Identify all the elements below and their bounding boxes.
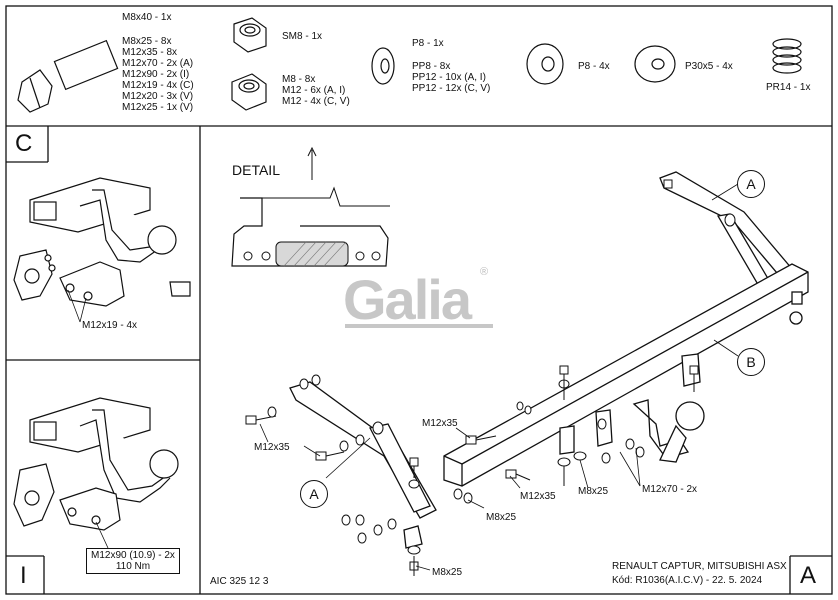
washer-pp-item: PP12 - 12x (C, V) (412, 83, 491, 94)
code-and-date: Kód: R1036(A.I.C.V) - 22. 5. 2024 (612, 575, 763, 586)
washer-p8-pictogram (371, 47, 395, 85)
sheet-border (5, 5, 833, 595)
callout-a-left: A (300, 480, 328, 508)
variant-a-letter: A (800, 562, 817, 589)
washer-flat-pictogram (526, 43, 564, 85)
nut-list: M8 - 8x M12 - 6x (A, I) M12 - 4x (C, V) (282, 74, 350, 107)
bolt-list-item: M8x25 - 8x (122, 36, 172, 47)
vehicle-models: RENAULT CAPTUR, MITSUBISHI ASX (612, 561, 787, 572)
variant-c-sketch (13, 177, 191, 307)
bolt-list-item: M12x90 - 2x (I) (122, 69, 190, 80)
label-m12x35-left: M12x35 (254, 442, 290, 453)
variant-i-callout: M12x90 (10.9) - 2x 110 Nm (86, 548, 180, 574)
variant-c-letter: C (15, 130, 33, 157)
bolt-main-label: M8x40 - 1x (122, 12, 172, 23)
nut-m8-pictogram (231, 73, 267, 111)
variant-i-callout-bolt: M12x90 (10.9) - 2x (91, 550, 175, 561)
spring-label: PR14 - 1x (766, 82, 811, 93)
hardware-bolts (245, 179, 736, 576)
nut-list-item: M8 - 8x (282, 74, 316, 85)
bolt-list-item: M12x19 - 4x (C) (122, 80, 194, 91)
washer-pp-item: PP12 - 10x (A, I) (412, 72, 486, 83)
bolt-list: M8x25 - 8x M12x35 - 8x M12x70 - 2x (A) M… (122, 36, 194, 113)
bolt-list-item: M12x35 - 8x (122, 47, 178, 58)
label-m8x25-bottom: M8x25 (432, 567, 463, 578)
bolt-list-item: M12x70 - 2x (A) (122, 58, 194, 69)
nut-list-item: M12 - 6x (A, I) (282, 85, 346, 96)
variant-i-sketch (13, 397, 179, 531)
nut-sm8-label: SM8 - 1x (282, 31, 323, 42)
spring-pictogram (772, 38, 802, 74)
washer-p30-pictogram (634, 45, 676, 83)
nut-sm8-pictogram (233, 17, 267, 53)
washer-pp-list: PP8 - 8x PP12 - 10x (A, I) PP12 - 12x (C… (412, 61, 490, 94)
leader-lines (259, 183, 739, 571)
callout-a-top: A (737, 170, 765, 198)
label-m12x70: M12x70 - 2x (642, 484, 698, 495)
washer-p8-flat-label: P8 - 4x (578, 61, 610, 72)
bolt-list-item: M12x20 - 3x (V) (122, 91, 194, 102)
variant-c-callout: M12x19 - 4x (82, 320, 138, 331)
doc-code: AIC 325 12 3 (210, 576, 269, 587)
washer-p30-label: P30x5 - 4x (685, 61, 733, 72)
bolt-list-item: M12x25 - 1x (V) (122, 102, 194, 113)
washer-p8-label: P8 - 1x (412, 38, 444, 49)
bolt-pictogram (17, 39, 119, 113)
nut-list-item: M12 - 4x (C, V) (282, 96, 350, 107)
variant-i-callout-torque: 110 Nm (115, 561, 151, 572)
label-m8x25-low: M8x25 (486, 512, 517, 523)
label-m8x25-right: M8x25 (578, 486, 609, 497)
detail-inset (231, 146, 390, 267)
footer-left-letter: I (20, 562, 27, 589)
registered-mark: ® (480, 266, 489, 278)
label-m12x35-mid: M12x35 (520, 491, 556, 502)
galia-logo: Galia (343, 268, 472, 331)
callout-b: B (737, 348, 765, 376)
logo-underline (345, 324, 493, 328)
detail-label: DETAIL (232, 162, 280, 178)
washer-pp-item: PP8 - 8x (412, 61, 451, 72)
label-m12x35-top: M12x35 (422, 418, 458, 429)
